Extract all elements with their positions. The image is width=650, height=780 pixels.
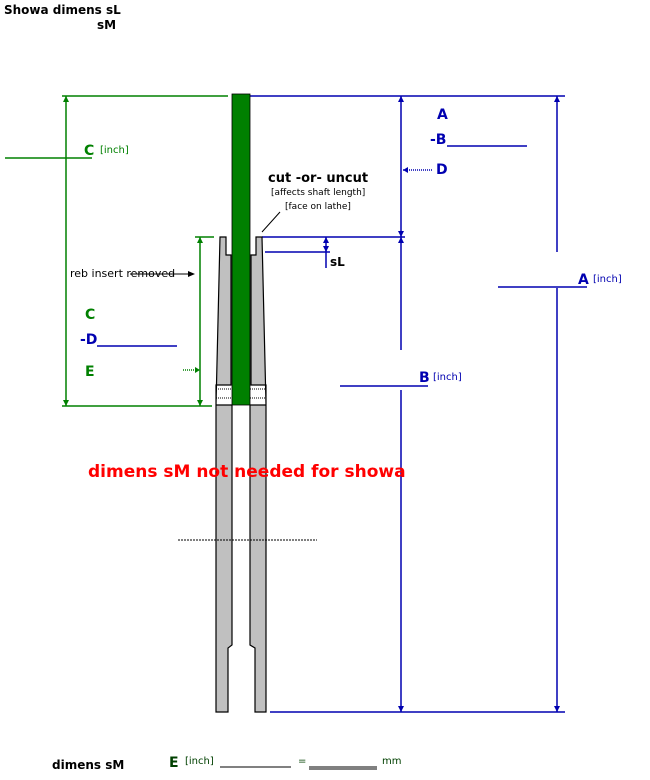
footer-equals: = <box>298 756 307 767</box>
cut-note-1: [affects shaft length] <box>271 188 366 198</box>
c-unit: [inch] <box>100 145 129 156</box>
not-needed-notice: dimens sM not needed for showa <box>88 462 406 482</box>
footer-unit: [inch] <box>185 756 214 767</box>
d-label: D <box>436 162 448 178</box>
collar-dots <box>216 388 266 399</box>
footer-e: E <box>169 755 179 771</box>
sl-label: sL <box>330 255 345 269</box>
title-line1: Showa dimens sL <box>4 3 121 17</box>
title-line2: sM <box>97 18 117 32</box>
a-unit: [inch] <box>593 274 622 285</box>
cut-note-2: [face on lathe] <box>285 202 351 212</box>
fork-tube <box>215 236 267 713</box>
e-label: E <box>85 364 95 380</box>
a-label: A <box>437 107 448 123</box>
blue-dimension-lines <box>97 95 587 713</box>
cut-label: cut -or- uncut <box>268 171 369 186</box>
fork-shaft <box>231 93 251 406</box>
c-top-label: C <box>84 143 95 159</box>
footer-label: dimens sM <box>52 758 125 772</box>
c-label: C <box>85 307 96 323</box>
green-arrowheads <box>63 96 203 406</box>
cut-pointer-line <box>261 211 281 233</box>
footer-mm: mm <box>382 756 402 767</box>
reb-insert-label: reb insert removed <box>70 267 176 280</box>
a-result-label: A <box>578 272 589 288</box>
b-unit: [inch] <box>433 372 462 383</box>
b-result-label: B <box>419 370 430 386</box>
minus-b-label: -B <box>430 132 447 148</box>
minus-d-label: -D <box>80 332 98 348</box>
reb-arrowhead <box>188 271 195 277</box>
blue-arrowheads <box>323 96 560 712</box>
green-dimension-lines <box>5 95 228 407</box>
